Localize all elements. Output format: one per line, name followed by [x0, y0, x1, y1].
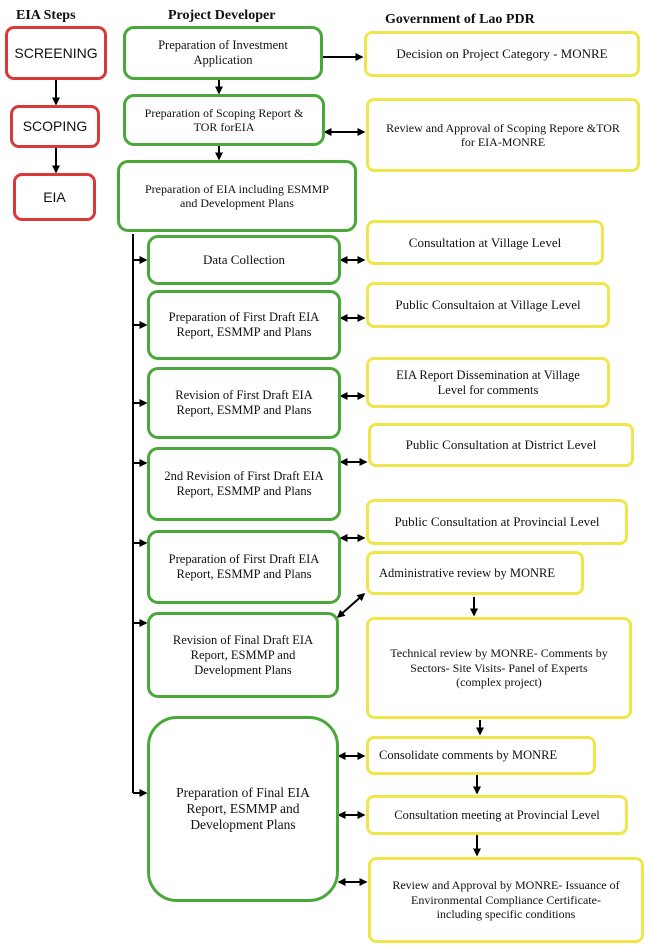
gov-village-consultation: Consultation at Village Level [366, 220, 604, 265]
project-developer-header: Project Developer [168, 8, 276, 23]
gov-scoping-review: Review and Approval of Scoping Repore &T… [366, 98, 640, 172]
gov-public-village: Public Consultaion at Village Level [366, 282, 610, 328]
arrow-revfinal-admin [336, 593, 366, 618]
gov-provincial-consultation: Public Consultation at Provincial Level [366, 499, 628, 545]
gov-district-consultation: Public Consultation at District Level [368, 423, 634, 467]
dev-data-collection: Data Collection [147, 235, 341, 285]
government-header: Government of Lao PDR [385, 12, 535, 27]
eia-steps-header: EIA Steps [16, 8, 76, 23]
step-scoping: SCOPING [10, 105, 100, 148]
gov-final-approval: Review and Approval by MONRE- Issuance o… [368, 857, 644, 943]
step-screening: SCREENING [5, 26, 107, 80]
step-eia: EIA [13, 173, 96, 221]
dev-scoping-report: Preparation of Scoping Report &TOR forEI… [123, 94, 325, 146]
gov-consolidate-comments: Consolidate comments by MONRE [366, 736, 596, 775]
gov-admin-review: Administrative review by MONRE [366, 551, 584, 595]
gov-project-category: Decision on Project Category - MONRE [364, 31, 640, 77]
gov-provincial-meeting: Consultation meeting at Provincial Level [366, 795, 628, 835]
